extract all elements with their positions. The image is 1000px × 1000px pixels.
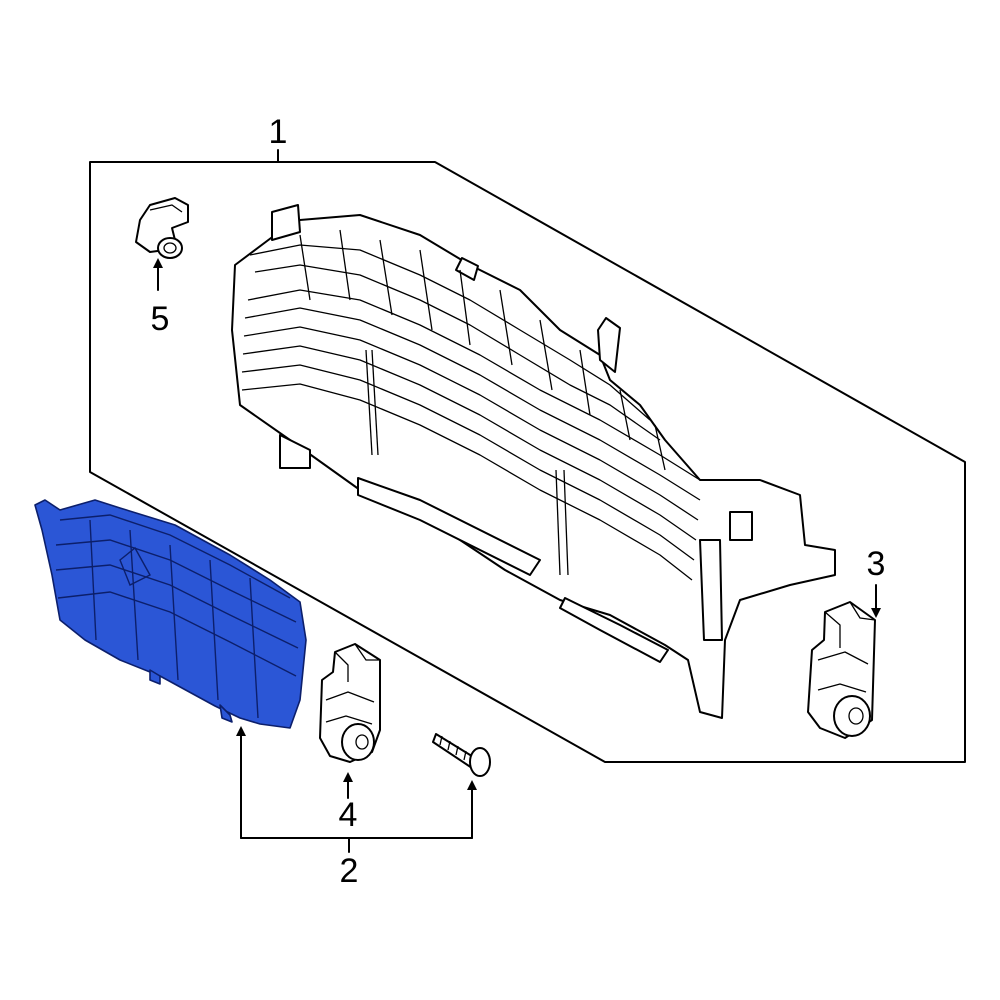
callout-5: 5	[151, 300, 170, 338]
assembly-boundary	[89, 161, 966, 763]
sensor-part-5	[135, 197, 189, 259]
arrow-5	[153, 258, 163, 268]
active-grille-shutter-assembly	[231, 204, 836, 719]
callout-4: 4	[339, 796, 358, 834]
arrow-4	[343, 772, 353, 782]
screw	[432, 733, 491, 777]
shutter-louvers	[241, 229, 701, 581]
actuator-part-3	[807, 601, 876, 739]
arrow-deflector	[236, 726, 246, 736]
arrow-screw	[467, 780, 477, 790]
highlighted-deflector-part-2	[34, 499, 307, 729]
callout-3: 3	[867, 545, 886, 583]
actuator-part-4	[319, 643, 381, 763]
callout-1: 1	[269, 113, 288, 151]
callout-2: 2	[340, 852, 359, 890]
arrow-3	[871, 608, 881, 618]
